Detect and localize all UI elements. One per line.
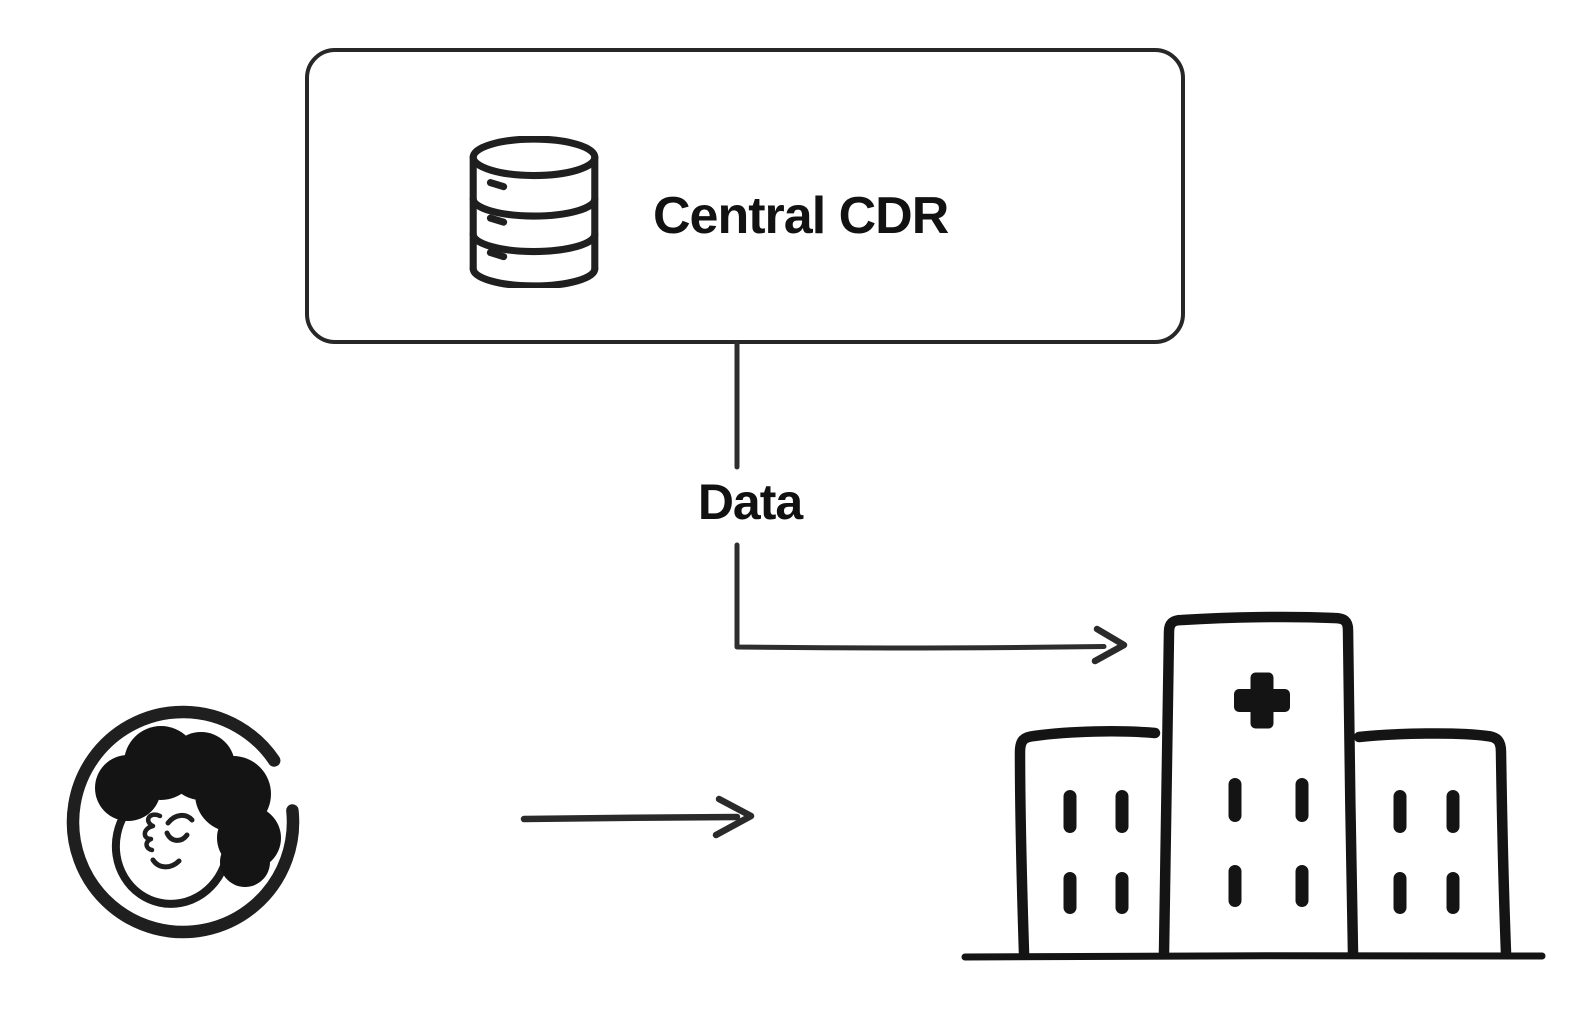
window [1228, 865, 1242, 907]
database-separator-2 [469, 230, 599, 256]
hospital-main-tower [1158, 611, 1359, 959]
database-icon [469, 136, 599, 288]
avatar-ring [66, 705, 300, 939]
avatar-mouth [150, 857, 182, 870]
window [1393, 872, 1407, 914]
window [1115, 790, 1129, 833]
cross-vertical-bar [1250, 672, 1274, 729]
window [1115, 872, 1129, 914]
window [1063, 872, 1077, 914]
window [1393, 790, 1407, 833]
database-icon-strokes [469, 136, 599, 288]
window [1446, 790, 1460, 833]
database-bottom-arc [469, 265, 599, 288]
window [1063, 790, 1077, 833]
database-tick-1 [486, 179, 508, 191]
edge-patient-to-hospital [520, 795, 755, 839]
hospital-right-wing [1353, 728, 1512, 959]
edge-label-data: Data [697, 474, 803, 530]
avatar-right-eye [164, 830, 190, 843]
database-tick-3 [486, 248, 508, 261]
hair-puff-low [220, 837, 270, 887]
avatar-left-eye [142, 812, 163, 853]
window [1446, 872, 1460, 914]
database-tick-2 [486, 214, 508, 226]
avatar-hair [95, 726, 281, 887]
arrowhead-right-icon [712, 795, 755, 839]
avatar-right-eyebrow [165, 813, 195, 826]
database-top-ellipse [469, 136, 599, 180]
person-avatar-icon [66, 705, 300, 939]
hospital-ground-line [961, 952, 1546, 961]
hospital-windows [1063, 778, 1460, 914]
node-central-cdr-label: Central CDR [653, 187, 949, 245]
node-central-cdr: Central CDR [305, 48, 1185, 344]
medical-cross-icon [1234, 672, 1290, 729]
window [1295, 778, 1309, 822]
window [1295, 865, 1309, 907]
avatar-features [142, 812, 195, 870]
hospital-left-wing [1014, 726, 1161, 959]
hospital-building-icon [961, 611, 1546, 961]
edge-shaft [520, 813, 741, 823]
database-separator-1 [469, 195, 599, 220]
window [1228, 778, 1242, 822]
